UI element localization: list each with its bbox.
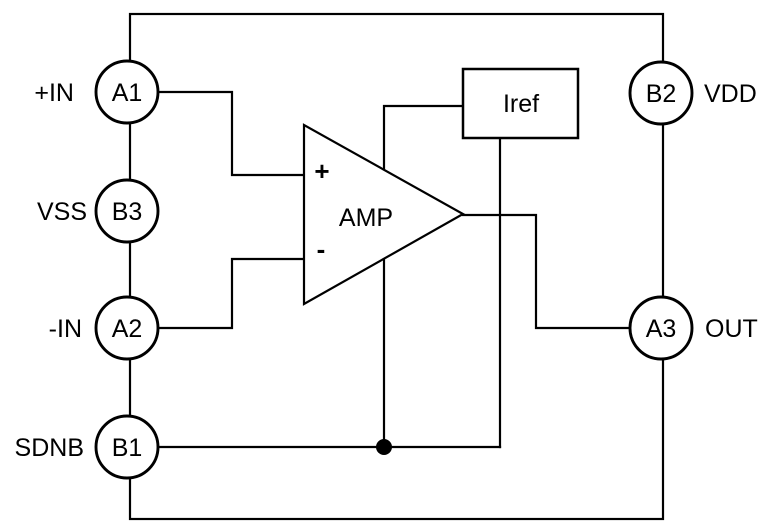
- wire-iref-left-to-sdnb-net: [382, 104, 465, 449]
- pin-circle-b3: [94, 178, 160, 244]
- pin-label-minus-in: -IN: [49, 315, 82, 343]
- wire-plus-in-to-amp: [156, 90, 306, 177]
- pin-id-a1: A1: [112, 79, 143, 107]
- iref-block: [461, 67, 580, 140]
- amp-noninverting-input-sign: +: [314, 156, 329, 186]
- pin-circle-a2: [94, 295, 160, 361]
- pin-id-b3: B3: [112, 198, 143, 226]
- pin-circle-a3: [628, 295, 694, 361]
- pin-id-b2: B2: [646, 80, 677, 108]
- pin-id-a2: A2: [112, 315, 143, 343]
- pin-label-out: OUT: [705, 315, 758, 343]
- pin-circle-b2: [628, 60, 694, 126]
- amp-label: AMP: [339, 204, 393, 232]
- package-outline: [128, 12, 665, 521]
- amp-triangle: [302, 123, 466, 306]
- pin-label-vdd: VDD: [704, 80, 757, 108]
- pin-label-sdnb: SDNB: [15, 434, 84, 462]
- pin-circle-b1: [94, 414, 160, 480]
- wire-amp-output-to-out-pin: [461, 213, 632, 330]
- pin-circle-a1: [94, 59, 160, 125]
- pin-id-a3: A3: [646, 315, 677, 343]
- pin-label-plus-in: +IN: [34, 79, 74, 107]
- junction-dot: [376, 439, 392, 455]
- iref-label: Iref: [503, 90, 539, 118]
- pin-id-b1: B1: [112, 434, 143, 462]
- wire-minus-in-to-amp: [156, 257, 306, 330]
- pin-label-vss: VSS: [37, 198, 87, 226]
- amp-inverting-input-sign: -: [317, 234, 326, 264]
